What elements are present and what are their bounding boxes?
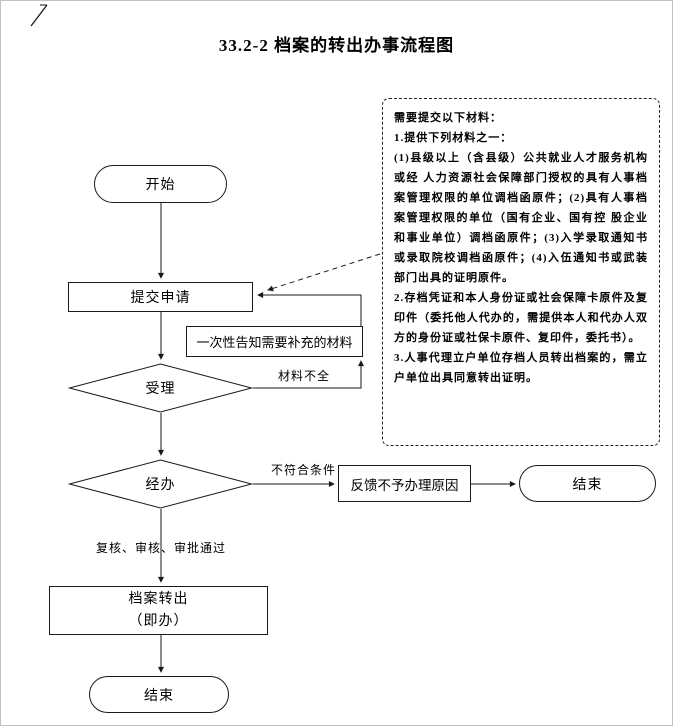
edge-label-incomplete-materials: 材料不全 [278,369,331,383]
flow-node-handle-label: 经办 [145,478,176,493]
page-title: 33.2-2 档案的转出办事流程图 [218,36,455,55]
edge-label-not-qualified: 不符合条件 [271,463,337,477]
flow-node-start-label: 开始 [145,178,176,193]
flow-node-accept-diamond: 受理 [68,363,253,413]
flow-node-end-bottom-label: 结束 [144,688,174,704]
flow-node-start: 开始 [94,165,227,203]
dashed-pointer-arrow [267,253,381,292]
flow-node-submit-application: 提交申请 [68,282,253,312]
accept-diamond-shape [68,363,253,413]
flow-node-submit-label: 提交申请 [130,291,191,306]
flow-node-end-right: 结束 [519,465,656,502]
materials-item1-body: (1)县级以上（含县级）公共就业人才服务机构或经 人力资源社会保障部门授权的具有… [394,152,648,285]
flow-node-archive-transfer-line1: 档案转出 [128,591,189,607]
flow-node-notify-label: 一次性告知需要补充的材料 [196,335,353,350]
materials-item2: 2.存档凭证和本人身份证或社会保障卡原件及复印件（委托他人代办的，需提供本人和代… [394,292,648,345]
flow-node-archive-transfer-line2: （即办） [128,613,189,629]
flow-node-handle-diamond: 经办 [68,459,253,509]
handle-diamond-shape [68,459,253,509]
materials-item1-title: 1.提供下列材料之一： [394,132,513,145]
materials-item3: 3.人事代理立户单位存档人员转出档案的，需立户单位出具同意转出证明。 [394,352,648,385]
flow-node-feedback-reason: 反馈不予办理原因 [338,465,471,502]
materials-note-box: 需要提交以下材料： 1.提供下列材料之一： (1)县级以上（含县级）公共就业人才… [382,98,660,446]
edge-label-approved: 复核、审核、审批通过 [96,541,227,555]
flow-node-accept-label: 受理 [145,382,176,397]
page-corner-mark [30,4,48,27]
arrow-notify-to-submit [257,292,362,326]
materials-header: 需要提交以下材料： [394,112,502,124]
flow-node-feedback-label: 反馈不予办理原因 [350,477,459,493]
flow-node-end-right-label: 结束 [572,477,603,493]
flow-node-end-bottom: 结束 [89,676,229,713]
flow-node-archive-transfer: 档案转出 （即办） [49,586,268,635]
flow-node-notify-supplement: 一次性告知需要补充的材料 [186,326,363,357]
arrow-accept-to-notify [253,360,364,389]
